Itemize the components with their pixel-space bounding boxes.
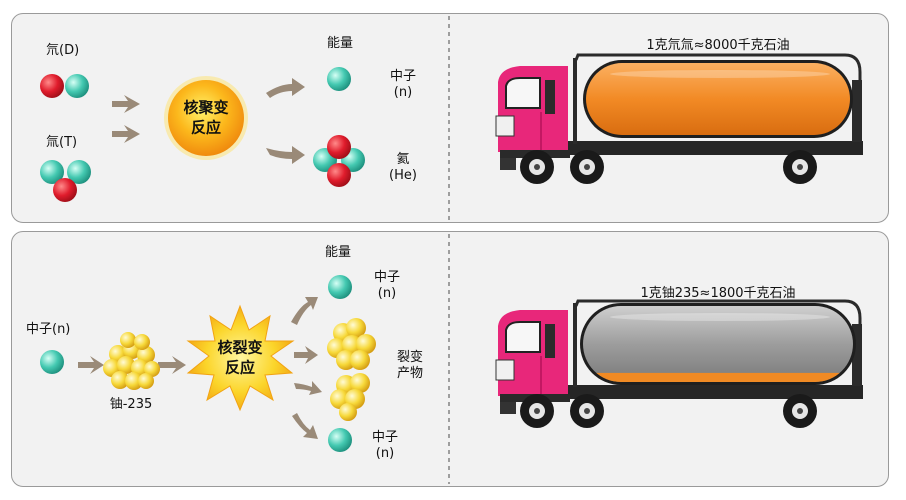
fission-neutron-bottom-line2: (n) bbox=[375, 446, 395, 462]
fission-truck bbox=[495, 299, 863, 428]
oil-fill-level bbox=[583, 372, 853, 382]
proton-particle bbox=[40, 74, 64, 98]
fission-energy-label: 能量 bbox=[324, 245, 352, 260]
arrow-icon bbox=[292, 413, 318, 439]
fusion-reaction-core bbox=[168, 80, 244, 156]
fusion-reaction-line2: 反应 bbox=[190, 118, 222, 136]
fission-neutron-bottom bbox=[328, 428, 352, 452]
fusion-input-arrows bbox=[112, 95, 140, 143]
deuterium-label: 氘(D) bbox=[46, 43, 80, 58]
arrow-icon bbox=[78, 356, 104, 374]
fission-reaction-label: 核裂变 反应 bbox=[217, 339, 262, 378]
fission-products-label: 裂变 产物 bbox=[397, 350, 423, 383]
uranium-label: 铀-235 bbox=[109, 397, 153, 412]
fission-reaction-line2: 反应 bbox=[224, 358, 256, 376]
tritium-label: 氚(T) bbox=[46, 135, 78, 150]
fusion-neutron-line2: (n) bbox=[393, 85, 413, 101]
fission-arrows bbox=[78, 356, 186, 374]
arrow-icon bbox=[112, 95, 140, 113]
fission-products-line2: 产物 bbox=[396, 366, 424, 382]
fusion-neutron-line1: 中子 bbox=[389, 69, 417, 84]
uranium-nucleus bbox=[103, 332, 160, 390]
fission-neutron-top bbox=[328, 275, 352, 299]
fission-neutron-bottom-line1: 中子 bbox=[371, 430, 399, 445]
fission-fragment-bottom bbox=[330, 373, 370, 421]
fission-neutron-in-label: 中子(n) bbox=[26, 322, 71, 337]
neutron-particle bbox=[65, 74, 89, 98]
fusion-energy-label: 能量 bbox=[326, 36, 354, 51]
truck-wheels bbox=[520, 150, 817, 184]
deuterium-atom bbox=[40, 74, 89, 98]
arrow-icon bbox=[266, 78, 305, 98]
fusion-neutron-out bbox=[327, 67, 351, 91]
fission-neutron-bottom-label: 中子 (n) bbox=[372, 430, 398, 463]
fusion-reaction-line1: 核聚变 bbox=[183, 98, 229, 117]
fission-neutron-top-label: 中子 (n) bbox=[374, 270, 400, 303]
arrow-icon bbox=[112, 125, 140, 143]
arrow-icon bbox=[158, 356, 186, 374]
tank-empty-space bbox=[583, 306, 853, 382]
fusion-truck-caption: 1克氘氚≈8000千克石油 bbox=[646, 38, 790, 53]
helium-line1: 氦 bbox=[396, 152, 410, 167]
helium-line2: (He) bbox=[389, 168, 417, 184]
truck-wheels bbox=[520, 394, 817, 428]
proton-particle bbox=[327, 135, 351, 159]
helium-label: 氦 (He) bbox=[389, 152, 417, 185]
fission-fragment-top bbox=[327, 318, 376, 370]
oil-tank-full bbox=[586, 63, 850, 135]
fission-neutron-top-line1: 中子 bbox=[373, 270, 401, 285]
helium-atom bbox=[313, 135, 365, 187]
fission-neutron-top-line2: (n) bbox=[377, 286, 397, 302]
fission-neutron-in bbox=[40, 350, 64, 374]
neutron-particle bbox=[67, 160, 91, 184]
proton-particle bbox=[327, 163, 351, 187]
proton-particle bbox=[53, 178, 77, 202]
fission-truck-caption: 1克铀235≈1800千克石油 bbox=[640, 286, 796, 301]
tritium-atom bbox=[40, 160, 91, 202]
arrow-icon bbox=[266, 146, 305, 164]
fission-products-line1: 裂变 bbox=[396, 350, 424, 365]
fusion-neutron-label: 中子 (n) bbox=[390, 69, 416, 102]
fusion-reaction-label: 核聚变 反应 bbox=[183, 99, 228, 138]
neutron-particle bbox=[40, 160, 64, 184]
arrow-icon bbox=[291, 297, 318, 325]
fission-reaction-burst bbox=[186, 304, 295, 412]
fission-output-arrows bbox=[291, 297, 322, 439]
fission-reaction-line1: 核裂变 bbox=[217, 338, 263, 357]
fusion-output-arrows bbox=[266, 78, 305, 164]
fusion-truck bbox=[495, 53, 863, 184]
arrow-icon bbox=[294, 346, 318, 364]
arrow-icon bbox=[294, 381, 322, 395]
